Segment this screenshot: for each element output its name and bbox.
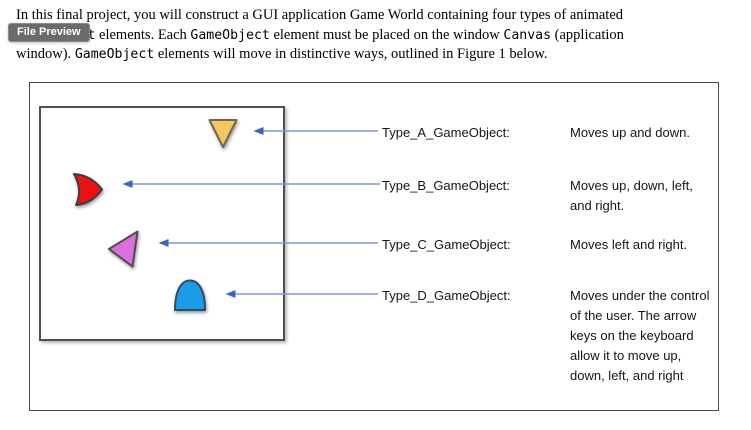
arrow-to-type-d — [225, 288, 378, 300]
intro-text: elements will move in distinctive ways, … — [154, 46, 548, 62]
type-d-description: Moves under the control of the user. The… — [570, 288, 710, 383]
type-c-label: Type_C_GameObject: — [382, 237, 511, 252]
file-preview-badge[interactable]: File Preview — [8, 23, 90, 42]
type-c-description: Moves left and right. — [570, 237, 688, 252]
intro-text: In this final project, you will construc… — [16, 7, 624, 23]
intro-paragraph: In this final project, you will construc… — [16, 6, 740, 65]
intro-text: elements. Each — [95, 26, 191, 43]
type-a-description: Moves up and down. — [570, 125, 690, 140]
type-d-label: Type_D_GameObject: — [382, 288, 511, 303]
type-b-description: Moves up, down, left, and right. — [570, 178, 693, 213]
type-a-shape-triangle-down — [208, 118, 238, 149]
arrowhead-left-icon — [122, 180, 133, 188]
type-b-label: Type_B_GameObject: — [382, 178, 510, 193]
arrowhead-left-icon — [253, 127, 264, 135]
intro-text: (application — [551, 26, 624, 43]
code-token: Canvas — [503, 27, 552, 43]
type-a-label: Type_A_GameObject: — [382, 125, 510, 140]
type-d-shape-dome — [173, 278, 207, 312]
arrowhead-left-icon — [225, 290, 236, 298]
intro-line-3: window). GameObject elements will move i… — [16, 45, 740, 65]
intro-line-2: GameObject elements. Each GameObject ele… — [16, 26, 740, 46]
code-token: GameObject — [74, 47, 155, 62]
intro-text: window). — [16, 46, 75, 62]
type-b-shape-curved-wedge — [67, 172, 105, 207]
arrow-to-type-c — [158, 237, 378, 249]
intro-line-1: In this final project, you will construc… — [16, 6, 740, 26]
arrow-to-type-b — [122, 178, 380, 190]
figure-frame: Type_A_GameObject: Type_B_GameObject: Ty… — [29, 82, 719, 411]
intro-text: element must be placed on the window — [269, 26, 504, 43]
type-c-shape-triangle-left — [108, 230, 139, 269]
arrow-to-type-a — [253, 125, 378, 137]
canvas-window — [39, 106, 285, 341]
arrowhead-left-icon — [158, 239, 169, 247]
code-token: GameObject — [190, 27, 270, 43]
